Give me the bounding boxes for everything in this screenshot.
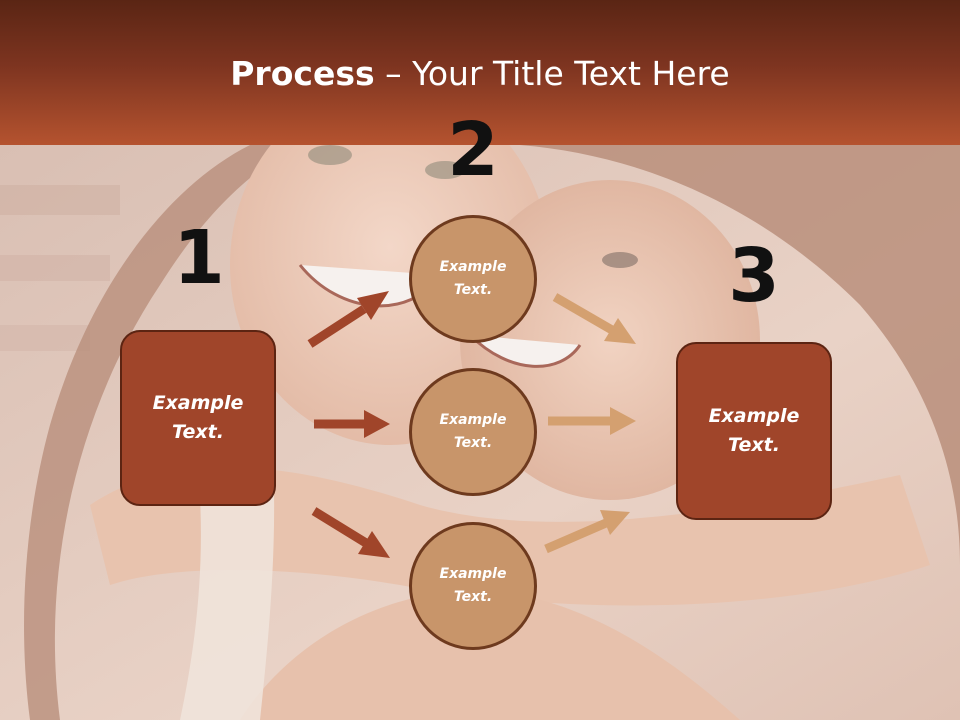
title-rest: – Your Title Text Here: [374, 54, 730, 93]
right-step-text: Example Text.: [708, 405, 800, 456]
circle-middle-text: Example Text.: [439, 412, 507, 451]
circle-bottom-text: Example Text.: [439, 566, 507, 605]
left-step-text: Example Text.: [152, 392, 244, 443]
title-bar: Process – Your Title Text Here: [0, 0, 960, 145]
right-step-box: Example Text.: [676, 342, 832, 520]
title-bold: Process: [230, 54, 375, 93]
slide-title: Process – Your Title Text Here: [0, 52, 960, 96]
circle-top: Example Text.: [409, 215, 537, 343]
circle-top-text: Example Text.: [439, 259, 507, 298]
circle-bottom: Example Text.: [409, 522, 537, 650]
step-number-1: 1: [173, 215, 225, 301]
step-number-3: 3: [728, 233, 780, 319]
left-step-box: Example Text.: [120, 330, 276, 506]
step-number-2: 2: [447, 107, 499, 193]
circle-middle: Example Text.: [409, 368, 537, 496]
